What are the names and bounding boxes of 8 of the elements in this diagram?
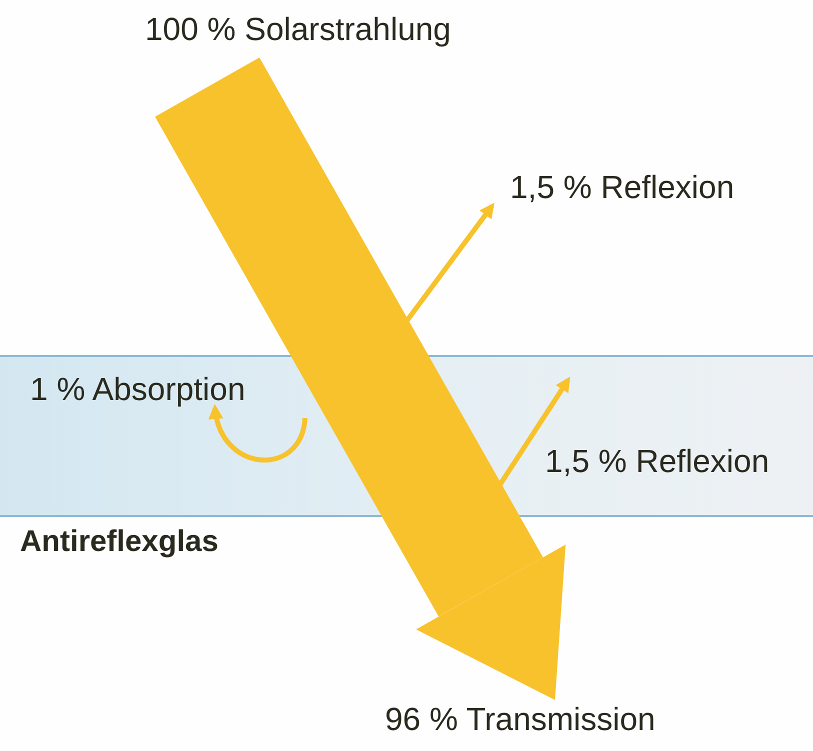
radiation-arrow xyxy=(155,58,566,700)
label-text: 1 % Absorption xyxy=(30,370,246,408)
label-text: 1,5 % Reflexion xyxy=(545,380,770,480)
glass-label: Antireflexglas xyxy=(20,525,218,559)
heading-text: 100 % Solarstrahlung xyxy=(145,10,451,48)
label-text: 1,5 % Reflexion xyxy=(490,168,734,206)
arrow xyxy=(210,404,308,462)
label-text: 96 % Transmission xyxy=(385,700,656,738)
